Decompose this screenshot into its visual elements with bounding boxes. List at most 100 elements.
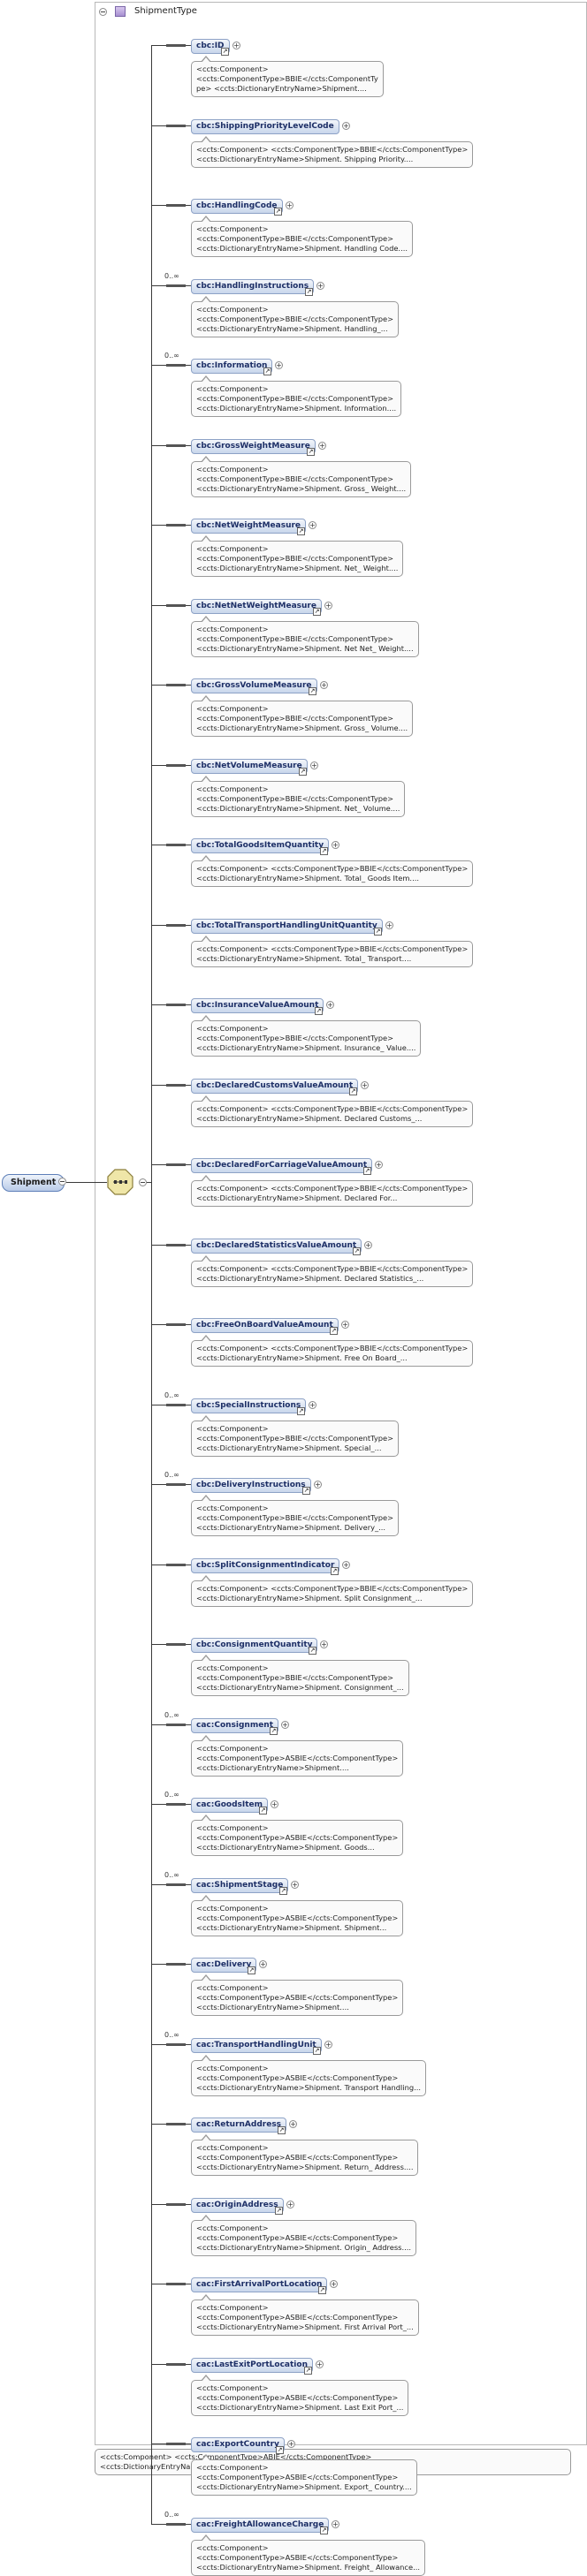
reference-link-icon[interactable]: ↗ [374, 928, 382, 936]
expand-element-icon[interactable]: + [259, 1960, 267, 1968]
collapse-toggle-icon[interactable] [99, 8, 107, 16]
reference-link-icon[interactable]: ↗ [313, 2047, 321, 2055]
reference-link-icon[interactable]: ↗ [309, 1647, 316, 1655]
reference-link-icon[interactable]: ↗ [313, 608, 321, 616]
expand-element-icon[interactable]: + [342, 122, 350, 130]
expand-element-icon[interactable]: + [271, 1800, 278, 1808]
element-name-cbc-handling-code[interactable]: cbc:HandlingCode [191, 199, 283, 214]
element-name-cbc-insurance-value-amount[interactable]: cbc:InsuranceValueAmount [191, 998, 324, 1013]
expand-element-icon[interactable]: + [314, 1481, 322, 1489]
element-name-cac-delivery[interactable]: cac:Delivery [191, 1958, 257, 1973]
root-element-shipment[interactable]: Shipment [2, 1174, 65, 1192]
element-name-cac-transport-handling-unit[interactable]: cac:TransportHandlingUnit [191, 2038, 322, 2053]
reference-link-icon[interactable]: ↗ [297, 527, 305, 535]
element-name-cbc-net-weight-measure[interactable]: cbc:NetWeightMeasure [191, 519, 307, 534]
reference-link-icon[interactable]: ↗ [363, 1167, 371, 1175]
reference-link-icon[interactable]: ↗ [330, 1327, 338, 1335]
sequence-compositor-icon[interactable] [107, 1169, 133, 1195]
reference-link-icon[interactable]: ↗ [309, 687, 316, 695]
expand-element-icon[interactable]: + [320, 1640, 328, 1648]
element-name-cbc-shipping-priority-level-code[interactable]: cbc:ShippingPriorityLevelCode [191, 119, 339, 134]
element-name-cbc-information[interactable]: cbc:Information [191, 359, 273, 374]
documentation-annotation: <ccts:Component> <ccts:ComponentType>ASB… [191, 1974, 404, 2016]
element-name-cbc-handling-instructions[interactable]: cbc:HandlingInstructions [191, 279, 315, 294]
expand-element-icon[interactable]: + [309, 1401, 316, 1409]
expand-element-icon[interactable]: + [324, 602, 332, 610]
expand-element-icon[interactable]: + [330, 2280, 338, 2288]
expand-element-icon[interactable]: + [309, 521, 316, 529]
expand-element-icon[interactable]: + [320, 681, 328, 689]
sequence-collapse-toggle-icon[interactable] [139, 1178, 147, 1186]
reference-link-icon[interactable]: ↗ [221, 48, 229, 56]
expand-element-icon[interactable]: + [375, 1161, 383, 1169]
reference-link-icon[interactable]: ↗ [320, 2527, 328, 2534]
reference-link-icon[interactable]: ↗ [297, 1407, 305, 1415]
reference-link-icon[interactable]: ↗ [318, 2286, 326, 2294]
element-name-cbc-declared-statistics-value-amount[interactable]: cbc:DeclaredStatisticsValueAmount [191, 1239, 362, 1254]
element-name-cac-return-address[interactable]: cac:ReturnAddress [191, 2118, 287, 2133]
element-name-cbc-total-goods-item-quantity[interactable]: cbc:TotalGoodsItemQuantity [191, 838, 330, 853]
reference-link-icon[interactable]: ↗ [263, 367, 271, 375]
element-name-cac-last-exit-port-location[interactable]: cac:LastExitPortLocation [191, 2358, 313, 2373]
reference-link-icon[interactable]: ↗ [259, 1807, 267, 1815]
expand-element-icon[interactable]: + [361, 1081, 369, 1089]
reference-link-icon[interactable]: ↗ [349, 1087, 357, 1095]
reference-link-icon[interactable]: ↗ [353, 1247, 361, 1255]
reference-link-icon[interactable]: ↗ [299, 768, 307, 776]
reference-link-icon[interactable]: ↗ [248, 1966, 255, 1974]
expand-element-icon[interactable]: + [289, 2120, 297, 2128]
element-name-cbc-id[interactable]: cbc:ID [191, 39, 230, 54]
reference-link-icon[interactable]: ↗ [274, 208, 282, 216]
expand-element-icon[interactable]: + [364, 1241, 372, 1249]
expand-element-icon[interactable]: + [233, 42, 240, 49]
expand-element-icon[interactable]: + [281, 1721, 289, 1729]
element-name-cbc-split-consignment-indicator[interactable]: cbc:SplitConsignmentIndicator [191, 1558, 340, 1573]
reference-link-icon[interactable]: ↗ [315, 1007, 323, 1015]
reference-link-icon[interactable]: ↗ [276, 2446, 284, 2454]
root-collapse-toggle-icon[interactable] [58, 1178, 66, 1186]
expand-element-icon[interactable]: + [316, 282, 324, 290]
expand-element-icon[interactable]: + [286, 2201, 294, 2209]
expand-element-icon[interactable]: + [275, 361, 283, 369]
expand-element-icon[interactable]: + [310, 761, 318, 769]
expand-element-icon[interactable]: + [324, 2041, 332, 2049]
element-name-cac-freight-allowance-charge[interactable]: cac:FreightAllowanceCharge [191, 2518, 330, 2533]
reference-link-icon[interactable]: ↗ [278, 2126, 286, 2134]
element-name-cac-goods-item[interactable]: cac:GoodsItem [191, 1798, 269, 1813]
element-name-cbc-declared-customs-value-amount[interactable]: cbc:DeclaredCustomsValueAmount [191, 1079, 359, 1094]
expand-element-icon[interactable]: + [316, 2360, 324, 2368]
element-name-cac-shipment-stage[interactable]: cac:ShipmentStage [191, 1878, 289, 1893]
element-name-cbc-declared-for-carriage-value-amount[interactable]: cbc:DeclaredForCarriageValueAmount [191, 1158, 373, 1173]
expand-element-icon[interactable]: + [342, 1561, 350, 1569]
expand-element-icon[interactable]: + [291, 1881, 299, 1889]
element-name-cac-origin-address[interactable]: cac:OriginAddress [191, 2198, 284, 2213]
element-name-cac-consignment[interactable]: cac:Consignment [191, 1718, 279, 1733]
reference-link-icon[interactable]: ↗ [304, 2367, 312, 2375]
reference-link-icon[interactable]: ↗ [270, 1727, 278, 1735]
element-name-cbc-special-instructions[interactable]: cbc:SpecialInstructions [191, 1398, 307, 1413]
reference-link-icon[interactable]: ↗ [302, 1487, 310, 1495]
expand-element-icon[interactable]: + [341, 1321, 349, 1329]
expand-element-icon[interactable]: + [286, 201, 294, 209]
expand-element-icon[interactable]: + [287, 2440, 295, 2448]
element-name-cbc-delivery-instructions[interactable]: cbc:DeliveryInstructions [191, 1478, 311, 1493]
element-name-cac-export-country[interactable]: cac:ExportCountry [191, 2437, 285, 2452]
reference-link-icon[interactable]: ↗ [307, 448, 315, 456]
reference-link-icon[interactable]: ↗ [279, 1887, 287, 1895]
expand-element-icon[interactable]: + [385, 921, 393, 929]
element-name-cbc-net-net-weight-measure[interactable]: cbc:NetNetWeightMeasure [191, 599, 322, 614]
expand-element-icon[interactable]: + [318, 442, 326, 450]
element-name-cbc-free-on-board-value-amount[interactable]: cbc:FreeOnBoardValueAmount [191, 1318, 339, 1333]
expand-element-icon[interactable]: + [326, 1001, 334, 1009]
element-name-cbc-gross-volume-measure[interactable]: cbc:GrossVolumeMeasure [191, 678, 317, 693]
element-name-cbc-total-transport-handling-unit-quantity[interactable]: cbc:TotalTransportHandlingUnitQuantity [191, 919, 383, 934]
reference-link-icon[interactable]: ↗ [275, 2207, 283, 2215]
element-name-cbc-consignment-quantity[interactable]: cbc:ConsignmentQuantity [191, 1638, 318, 1653]
reference-link-icon[interactable]: ↗ [331, 1567, 339, 1575]
reference-link-icon[interactable]: ↗ [305, 288, 313, 296]
expand-element-icon[interactable]: + [332, 841, 339, 849]
reference-link-icon[interactable]: ↗ [320, 847, 328, 855]
element-name-cbc-net-volume-measure[interactable]: cbc:NetVolumeMeasure [191, 759, 308, 774]
element-name-cbc-gross-weight-measure[interactable]: cbc:GrossWeightMeasure [191, 439, 316, 454]
element-name-cac-first-arrival-port-location[interactable]: cac:FirstArrivalPortLocation [191, 2277, 328, 2292]
